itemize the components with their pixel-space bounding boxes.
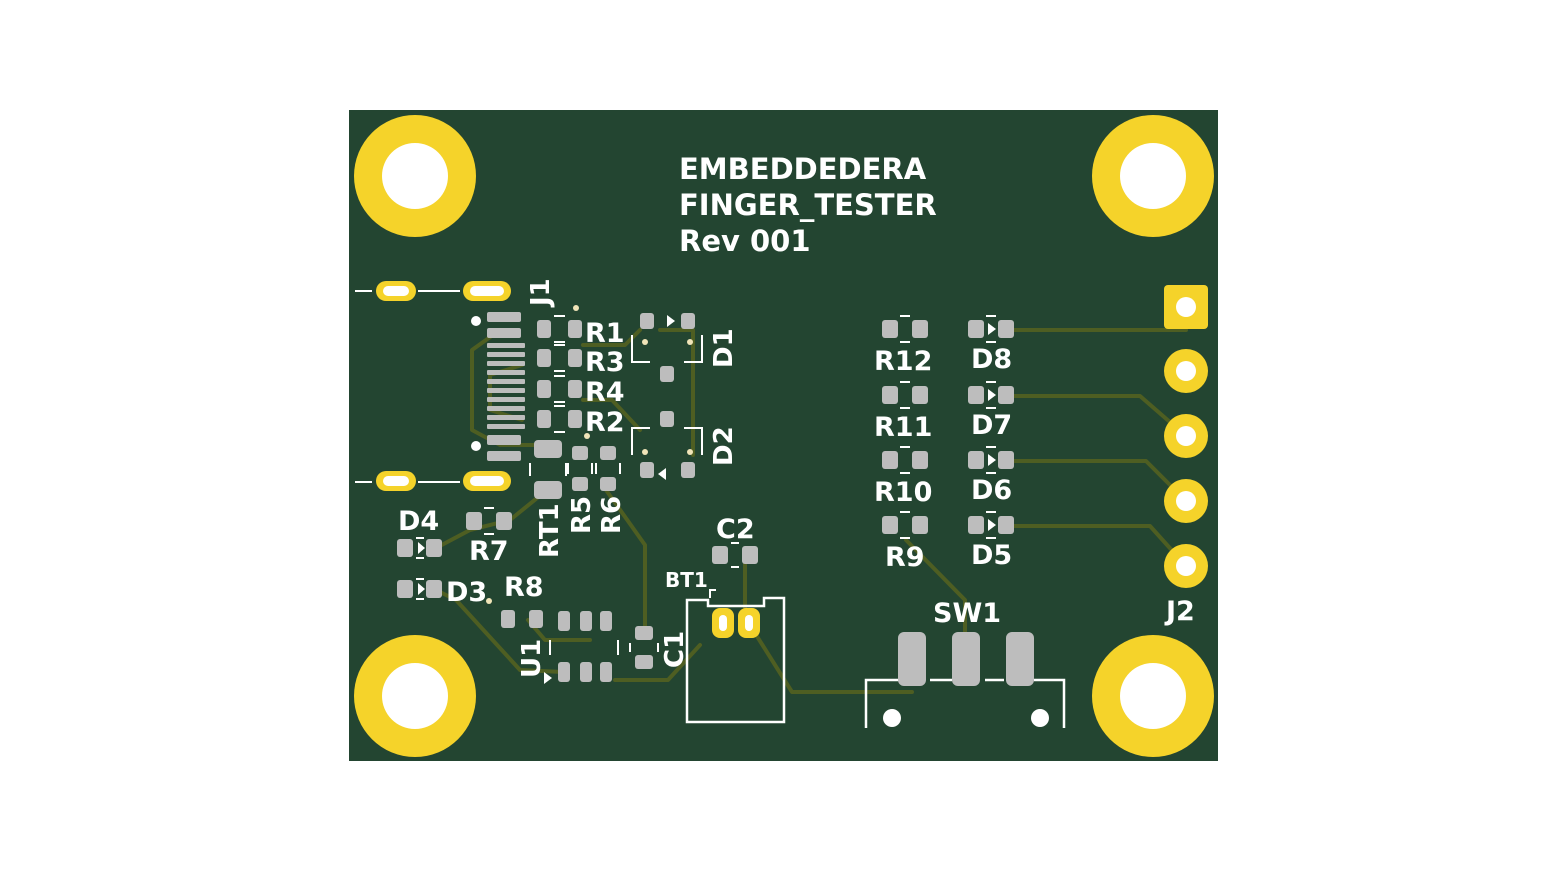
r3-pad xyxy=(568,349,582,367)
r3-pad xyxy=(537,349,551,367)
label-r4: R4 xyxy=(585,377,625,408)
label-r8: R8 xyxy=(504,572,544,603)
r2-pad xyxy=(537,410,551,428)
label-r3: R3 xyxy=(585,347,625,378)
label-r5: R5 xyxy=(567,496,597,534)
label-d8: D8 xyxy=(971,344,1012,375)
d3-footprint xyxy=(397,578,442,600)
trace-d3-u1 xyxy=(434,588,565,674)
mounting-hole-icon xyxy=(1092,115,1214,237)
label-d4: D4 xyxy=(398,506,439,537)
board-title-line-1: EMBEDDEDERA xyxy=(679,152,927,186)
label-u1: U1 xyxy=(517,639,547,678)
label-bt1: BT1 xyxy=(665,568,708,592)
label-d2: D2 xyxy=(709,426,739,466)
j1-usb-connector xyxy=(355,281,525,491)
right-led-column xyxy=(968,320,1014,534)
led-polarity-icon xyxy=(667,315,675,327)
r1-pad xyxy=(568,320,582,338)
led-polarity-icon xyxy=(988,454,996,466)
label-d1: D1 xyxy=(709,328,739,368)
label-r1: R1 xyxy=(585,318,625,349)
label-r2: R2 xyxy=(585,407,625,438)
label-rt1: RT1 xyxy=(535,503,565,558)
r5-r6-footprints xyxy=(572,446,616,491)
trace-r9-sw1 xyxy=(904,538,967,642)
r1-r4-silk xyxy=(554,315,565,433)
trace-bt1-sw1 xyxy=(746,620,914,694)
label-j1: J1 xyxy=(526,278,556,308)
r8-footprint xyxy=(501,610,543,628)
j2-pin-3 xyxy=(1164,414,1208,458)
u1-footprint xyxy=(544,611,612,684)
label-r6: R6 xyxy=(597,496,627,534)
label-d5: D5 xyxy=(971,540,1012,571)
label-sw1: SW1 xyxy=(933,598,1001,629)
copper-traces xyxy=(434,328,1188,694)
label-r7: R7 xyxy=(469,536,509,567)
label-d3: D3 xyxy=(446,577,487,608)
r2-pad xyxy=(568,410,582,428)
label-d7: D7 xyxy=(971,410,1012,441)
j2-header xyxy=(1164,285,1208,588)
label-r10: R10 xyxy=(874,477,932,508)
label-d6: D6 xyxy=(971,475,1012,506)
rt1-footprint xyxy=(529,440,567,499)
r1-r4-footprints xyxy=(537,320,582,428)
r4-pad xyxy=(568,380,582,398)
mounting-hole-icon xyxy=(1092,635,1214,757)
d4-footprint xyxy=(397,537,442,559)
mounting-holes xyxy=(354,115,1214,757)
led-polarity-icon xyxy=(988,519,996,531)
j1-pins xyxy=(487,312,525,461)
led-polarity-icon xyxy=(988,389,996,401)
c2-footprint xyxy=(712,542,758,568)
trace-c1-r6 xyxy=(604,488,647,637)
d2-footprint xyxy=(631,411,703,480)
right-resistor-column xyxy=(882,320,928,534)
board-title-line-2: FINGER_TESTER xyxy=(679,188,937,222)
trace-u1-c1 xyxy=(613,643,702,682)
label-r12: R12 xyxy=(874,346,932,377)
bt1-holder xyxy=(685,589,786,724)
mounting-hole-icon xyxy=(354,115,476,237)
board-title-line-3: Rev 001 xyxy=(679,224,811,258)
mounting-hole-icon xyxy=(354,635,476,757)
label-c1: C1 xyxy=(660,631,690,668)
c1-footprint xyxy=(629,626,659,669)
label-j2: J2 xyxy=(1164,596,1195,627)
led-polarity-icon xyxy=(658,468,666,480)
label-r11: R11 xyxy=(874,412,932,443)
j2-pin-2 xyxy=(1164,349,1208,393)
r4-pad xyxy=(537,380,551,398)
sw1-switch xyxy=(864,632,1066,728)
label-c2: C2 xyxy=(716,514,755,545)
j2-pin-4 xyxy=(1164,479,1208,523)
d1-footprint xyxy=(631,313,703,382)
led-polarity-icon xyxy=(418,583,425,595)
label-r9: R9 xyxy=(885,542,925,573)
led-polarity-icon xyxy=(418,542,425,554)
j2-pin-5 xyxy=(1164,544,1208,588)
r7-footprint xyxy=(466,507,512,535)
led-polarity-icon xyxy=(988,323,996,335)
r1-pad xyxy=(537,320,551,338)
